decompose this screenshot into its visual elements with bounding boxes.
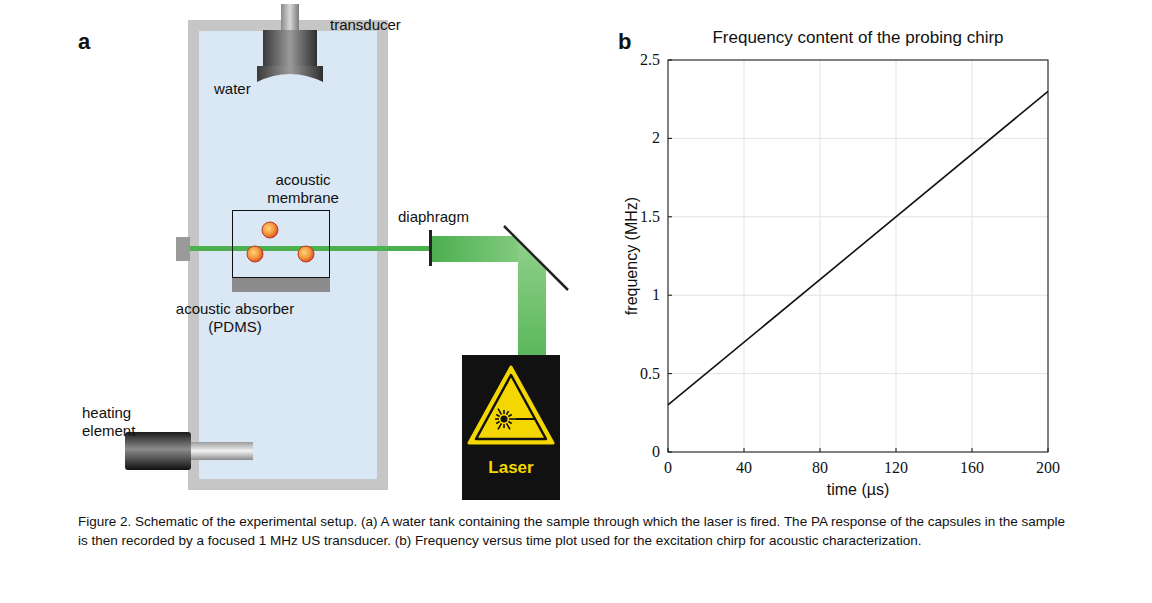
laser-line [516,418,536,420]
part-label: diaphragm [398,208,488,226]
warning-sign [462,355,560,451]
tick-label: 1 [600,285,660,305]
panel-letter: b [618,30,648,54]
tick-mark [896,448,897,452]
node-label: Laser [462,459,560,477]
tick-label: 2 [600,128,660,148]
tick-mark [668,138,672,139]
chart-title: Frequency content of the probing chirp [658,28,1058,48]
water-fill [199,31,377,479]
tick-label: 2.5 [600,50,660,70]
laser-ray [495,418,499,420]
tick-mark [668,448,669,452]
grid-line [820,60,821,452]
chart [668,60,1048,452]
part-label: transducer [330,16,430,34]
laser-ray [498,409,502,415]
capsule [262,222,278,238]
warning-triangle [469,367,553,443]
tick-label: 80 [790,458,850,478]
tick-label: 40 [714,458,774,478]
grid-line [668,373,1048,374]
node-label: acoustic absorber (PDMS) [170,300,300,336]
tick-mark [820,448,821,452]
axis-title: frequency (MHz) [622,156,642,356]
node-label: water [214,80,294,98]
part-label: heating element [82,404,162,440]
tick-label: 0 [638,458,698,478]
laser-box: Laser [462,355,560,500]
heater-rod [191,442,253,460]
laser-ray [509,418,516,420]
laser-ray [496,422,499,424]
tick-label: 1.5 [600,207,660,227]
laser-ray [503,410,505,414]
water-tank: wateracoustic membraneacoustic absorber … [188,20,388,490]
grid-line [668,216,1048,217]
grid-line [972,60,973,452]
laser-ray [508,415,511,417]
tick-mark [668,373,672,374]
grid-line [744,60,745,452]
tick-mark [668,295,672,296]
tick-mark [668,452,672,453]
tick-mark [1048,448,1049,452]
laser-ray [508,422,511,424]
figure-caption: Figure 2. Schematic of the experimental … [78,512,1078,550]
grid-line [668,295,1048,296]
warning-border [476,375,546,439]
laser-ray [498,423,502,429]
tick-label: 0 [600,442,660,462]
transducer-stem [281,4,299,32]
tick-label: 0.5 [600,364,660,384]
tick-label: 160 [942,458,1002,478]
capsule [298,246,314,262]
tick-mark [744,448,745,452]
axes-frame [668,60,1048,452]
tick-mark [668,216,672,217]
diaphragm-symbol [429,230,432,266]
laser-ray [496,415,499,417]
laser-ray [503,424,505,428]
capsule [247,246,263,262]
transducer-body [263,30,317,66]
mirror [504,226,568,290]
tick-mark [972,448,973,452]
wide-beam [518,240,546,355]
laser-ray [507,423,511,429]
tick-mark [668,60,672,61]
tick-label: 200 [1018,458,1078,478]
panel-letter: a [78,30,108,54]
chirp-line [668,91,1048,405]
node-label: acoustic membrane [263,171,343,207]
acoustic-absorber: acoustic absorber (PDMS) [232,278,330,292]
acoustic-membrane: acoustic membrane [232,210,330,278]
laser-dot [501,416,508,423]
tank-wall [188,20,388,490]
tick-label: 120 [866,458,926,478]
laser-ray [507,411,509,414]
beam-stop [176,237,190,261]
axis-title: time (µs) [758,480,958,500]
grid-line [896,60,897,452]
transducer-face [257,66,323,82]
